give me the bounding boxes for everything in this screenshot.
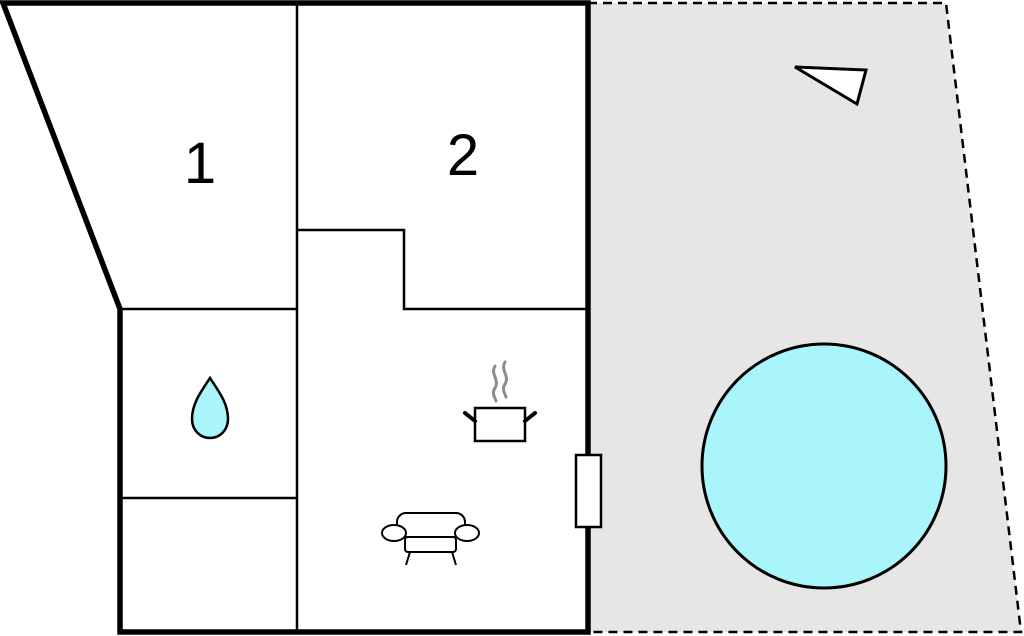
pool: [700, 342, 948, 590]
water-drop-icon: [190, 375, 230, 440]
room-label-2: 2: [447, 123, 479, 188]
compass-north-icon: [794, 65, 868, 107]
terrace-dashed-border: [588, 1, 1023, 634]
exterior-walls: [0, 0, 591, 635]
room-label-1: 1: [184, 131, 216, 196]
terrace-door: [574, 453, 603, 529]
building-footprint: [3, 3, 588, 632]
cooking-pot-icon: [463, 360, 537, 443]
sofa-icon: [381, 512, 480, 566]
interior-walls: [120, 3, 588, 632]
